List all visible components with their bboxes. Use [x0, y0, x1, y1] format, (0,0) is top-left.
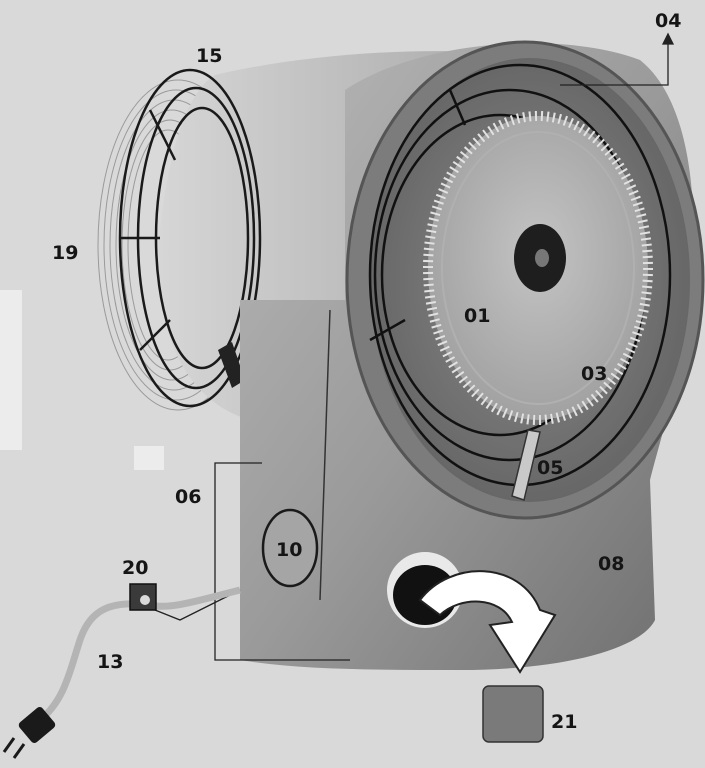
cord-switch-button [140, 595, 150, 605]
label-19: 19 [52, 242, 78, 264]
rear-fan-guard [118, 68, 262, 408]
cooling-pad-edge [423, 111, 653, 425]
control-knob [261, 508, 319, 588]
label-06: 06 [175, 486, 201, 508]
label-10: 10 [276, 539, 302, 561]
label-08: 08 [598, 553, 624, 575]
blank-patch [134, 446, 164, 470]
label-21: 21 [551, 711, 577, 733]
water-tube [511, 429, 541, 501]
side-lever [218, 342, 245, 388]
cooling-pad-inner-ring [441, 131, 635, 405]
label-05: 05 [537, 457, 563, 479]
label-04: 04 [655, 10, 681, 32]
label-03: 03 [581, 363, 607, 385]
body-seam [319, 309, 331, 601]
label-20: 20 [122, 557, 148, 579]
power-cord [37, 586, 241, 723]
label-01: 01 [464, 305, 490, 327]
blank-patch-left [0, 290, 22, 450]
label-15: 15 [196, 45, 222, 67]
fan-hub-center [535, 249, 549, 267]
power-plug [2, 707, 56, 759]
pour-arrow [418, 570, 557, 674]
label-13: 13 [97, 651, 123, 673]
ice-pack [482, 685, 544, 743]
